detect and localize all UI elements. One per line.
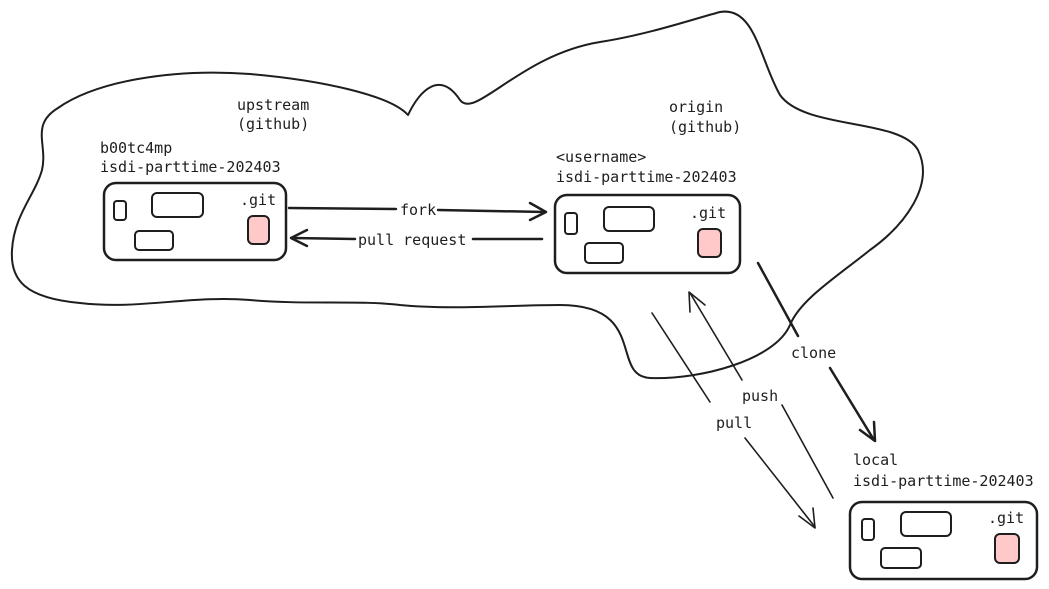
upstream-repo-owner: b00tc4mp <box>100 139 172 157</box>
local-repo-name: isdi-parttime-202403 <box>853 472 1034 490</box>
origin-file-short-icon <box>584 242 624 264</box>
upstream-file-short-icon <box>134 230 174 251</box>
origin-file-wide-icon <box>603 206 655 232</box>
pull-request-edge: pull request <box>289 228 544 249</box>
origin-repo-owner: <username> <box>556 148 646 166</box>
local-file-small-icon <box>861 518 875 541</box>
push-arrowhead <box>688 291 706 313</box>
clone-edge: clone <box>756 261 877 443</box>
local-repo: local isdi-parttime-202403 .git <box>848 451 1039 581</box>
pull-label: pull <box>716 414 752 432</box>
local-git-folder-icon <box>994 533 1020 564</box>
push-label: push <box>742 387 778 405</box>
clone-label: clone <box>791 344 836 362</box>
upstream-file-small-icon <box>113 200 127 221</box>
pull-arrow-line-a <box>651 312 711 403</box>
upstream-git-folder-icon <box>247 215 270 245</box>
pull-edge: pull <box>651 312 816 529</box>
origin-repo: <username> isdi-parttime-202403 .git <box>553 148 742 275</box>
upstream-repo-name: isdi-parttime-202403 <box>100 158 281 176</box>
pull-arrow-line-b <box>744 437 816 528</box>
clone-arrow-line-a <box>756 261 800 338</box>
clone-arrow-line-b <box>828 366 876 442</box>
pull-request-arrow-line-tail <box>290 236 357 241</box>
pull-request-label: pull request <box>358 231 466 249</box>
local-file-wide-icon <box>900 511 952 537</box>
origin-git-folder-icon <box>697 228 722 258</box>
fork-label: fork <box>400 201 436 219</box>
local-git-label: .git <box>988 509 1024 527</box>
clone-arrowhead <box>858 420 877 443</box>
pull-request-arrowhead <box>289 228 309 248</box>
push-edge: push <box>688 291 834 499</box>
fork-arrowhead <box>528 201 548 222</box>
fork-edge: fork <box>287 201 548 222</box>
local-repo-label: local <box>853 451 898 469</box>
upstream-repo: b00tc4mp isdi-parttime-202403 .git <box>100 139 288 262</box>
origin-label-line2: (github) <box>669 118 741 136</box>
origin-repo-name: isdi-parttime-202403 <box>556 168 737 186</box>
github-cloud-outline <box>10 10 924 380</box>
push-arrow-line-a <box>781 404 834 499</box>
upstream-file-wide-icon <box>151 192 204 218</box>
upstream-git-label: .git <box>240 191 276 209</box>
origin-file-small-icon <box>564 212 578 235</box>
push-arrow-line-b <box>689 292 743 381</box>
fork-arrow-line-tail <box>436 208 547 214</box>
upstream-label-line2: (github) <box>237 115 309 133</box>
local-file-short-icon <box>880 547 922 569</box>
origin-git-label: .git <box>690 204 726 222</box>
fork-arrow-line <box>287 206 398 211</box>
origin-label-line1: origin <box>669 98 723 116</box>
pull-arrowhead <box>798 507 816 529</box>
upstream-label-line1: upstream <box>237 96 309 114</box>
